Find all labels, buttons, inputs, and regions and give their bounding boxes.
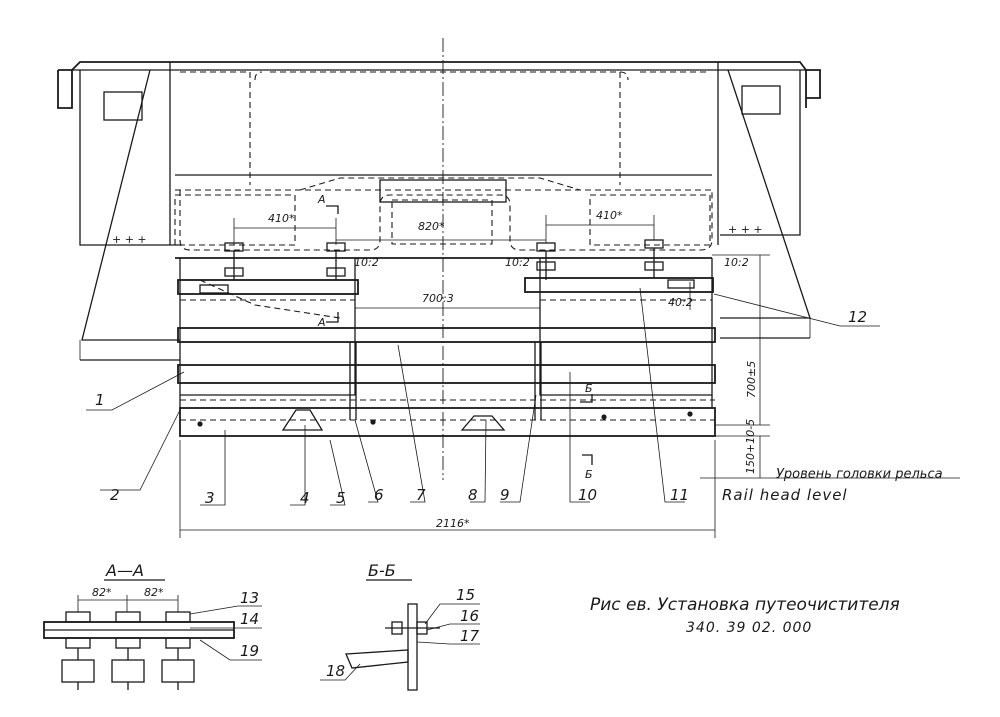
- rail-head-level-en: Rail head level: [722, 486, 848, 504]
- section-mark-a-bottom: A: [317, 316, 326, 329]
- part-numbers: 1 2 3 4 5 6 7 8 9 10 11 12: [95, 308, 867, 507]
- dim-10-right: 10:2: [724, 256, 749, 269]
- svg-text:+ + +: + + +: [728, 223, 763, 236]
- part-number-7: 7: [416, 486, 426, 504]
- leader-lines: [86, 287, 880, 506]
- part-number-1: 1: [95, 391, 105, 409]
- section-a-a: А—А 82* 82* 13 14 19: [43, 561, 262, 690]
- dimension-lines: [179, 215, 960, 538]
- part-number-6: 6: [374, 486, 384, 504]
- part-number-10: 10: [578, 486, 597, 504]
- section-b-b: Б-Б 15 16 17 18: [320, 561, 480, 691]
- section-b-b-title: Б-Б: [368, 561, 396, 580]
- section-mark-b-bottom: Б: [585, 468, 593, 481]
- svg-text:+ + +: + + +: [112, 233, 147, 246]
- dim-150-vertical: 150+10-5: [744, 419, 757, 474]
- part-number-19: 19: [240, 642, 259, 660]
- section-mark-a-top: A: [317, 193, 326, 206]
- section-markers: A A Б Б: [317, 193, 593, 481]
- caption-drawing-number: 340. 39 02. 000: [686, 620, 812, 636]
- part-number-5: 5: [336, 489, 346, 507]
- part-number-16: 16: [460, 607, 479, 625]
- part-number-4: 4: [300, 489, 310, 507]
- dim-2116: 2116*: [436, 517, 470, 530]
- part-number-13: 13: [240, 589, 259, 607]
- part-number-3: 3: [205, 489, 215, 507]
- part-number-12: 12: [848, 308, 867, 326]
- dim-410-right: 410*: [596, 209, 623, 222]
- dim-82-a: 82*: [92, 586, 112, 599]
- part-number-15: 15: [456, 586, 475, 604]
- locomotive-frame: + + + + + +: [57, 61, 821, 361]
- part-number-17: 17: [460, 627, 480, 645]
- dim-10-left: 10:2: [354, 256, 379, 269]
- part-number-11: 11: [670, 486, 689, 504]
- rail-head-note: Уровень головки рельса Rail head level: [722, 467, 943, 504]
- mounting-bolts: [224, 239, 664, 280]
- part-number-14: 14: [240, 610, 259, 628]
- part-number-9: 9: [500, 486, 510, 504]
- caption-title: Рис ев. Установка путеочистителя: [590, 595, 900, 615]
- dim-10-mid: 10:2: [505, 256, 530, 269]
- dim-40: 40:2: [668, 296, 693, 309]
- dim-410-left: 410*: [268, 212, 295, 225]
- section-mark-b-top: Б: [585, 382, 593, 395]
- part-number-18: 18: [326, 662, 345, 680]
- part-number-8: 8: [468, 486, 478, 504]
- figure-caption: Рис ев. Установка путеочистителя 340. 39…: [590, 595, 900, 636]
- dim-820: 820*: [418, 220, 445, 233]
- rail-head-level-ru: Уровень головки рельса: [776, 467, 943, 482]
- dim-700-vertical: 700±5: [745, 361, 758, 398]
- dim-82-b: 82*: [144, 586, 164, 599]
- dimension-texts: 410* 820* 410* 10:2 10:2 10:2 700:3 40:2…: [268, 209, 758, 530]
- cowcatcher-body: [177, 258, 716, 437]
- dim-700: 700:3: [422, 292, 454, 305]
- part-number-2: 2: [110, 486, 120, 504]
- section-a-a-title: А—А: [105, 561, 144, 580]
